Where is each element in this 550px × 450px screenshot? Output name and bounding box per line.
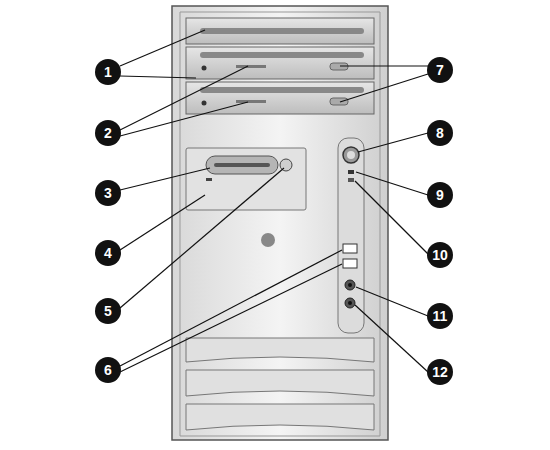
leader-lines	[120, 30, 428, 372]
callout-number: 6	[95, 357, 121, 383]
front-control-strip	[338, 138, 364, 333]
callout-number: 9	[427, 182, 453, 208]
front-vents	[186, 338, 374, 430]
callout-number: 4	[95, 240, 121, 266]
usb-port	[343, 259, 357, 268]
tower-case	[172, 6, 388, 440]
brand-logo	[261, 233, 275, 247]
power-button	[343, 147, 359, 163]
callout-number: 10	[427, 242, 453, 268]
callout-number: 8	[427, 120, 453, 146]
usb-port	[343, 244, 357, 253]
callout-number: 11	[427, 303, 453, 329]
drive-activity-led	[348, 178, 354, 182]
callout-number: 3	[95, 180, 121, 206]
callout-number: 12	[427, 359, 453, 385]
callout-number: 2	[95, 120, 121, 146]
power-led	[348, 170, 354, 174]
callout-number: 1	[95, 59, 121, 85]
bezel-edge	[180, 12, 380, 436]
callout-number: 7	[427, 57, 453, 83]
callout-number: 5	[95, 298, 121, 324]
